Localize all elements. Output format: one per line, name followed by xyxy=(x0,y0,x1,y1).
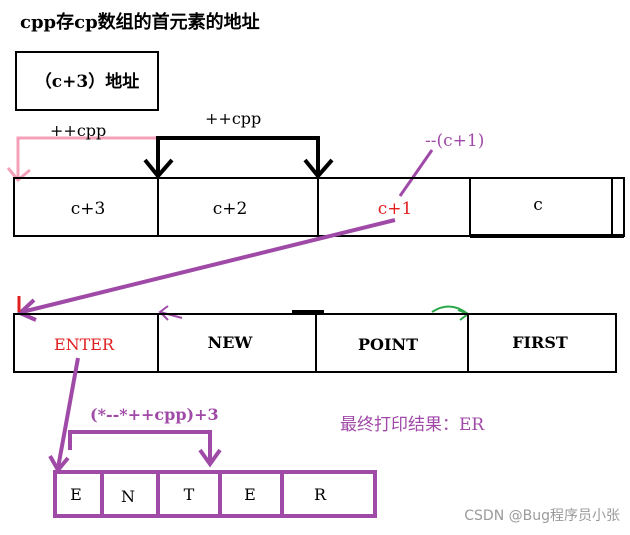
dec-c1-label: --(c+1) xyxy=(425,131,484,151)
cp-array xyxy=(13,177,625,238)
cp-cell-0: c+3 xyxy=(71,199,106,219)
letters-array xyxy=(53,470,377,518)
c-cell-3: FIRST xyxy=(512,333,568,352)
cp-cell-2: c+1 xyxy=(378,199,413,219)
c-cell-2: POINT xyxy=(358,335,418,354)
pink-inc-label: ++cpp xyxy=(50,121,106,140)
letter-4: R xyxy=(314,485,327,504)
dec-c1-line xyxy=(398,149,434,197)
cp-cell-3: c xyxy=(533,195,543,215)
c-array xyxy=(13,313,617,373)
cpp-box-label: （c+3）地址 xyxy=(35,71,139,92)
expr-label: (*--*++cpp)+3 xyxy=(90,405,219,424)
diagram-title: cpp存cp数组的首元素的地址 xyxy=(20,11,260,33)
c-cell-0: ENTER xyxy=(54,335,115,354)
letter-1: N xyxy=(121,487,135,506)
letter-2: T xyxy=(184,485,195,504)
black-inc-label: ++cpp xyxy=(205,109,261,128)
watermark: CSDN @Bug程序员小张 xyxy=(464,508,620,524)
c-cell-1: NEW xyxy=(208,333,254,352)
cpp-box xyxy=(15,51,159,111)
letter-3: E xyxy=(244,485,256,504)
black-inc-arrow xyxy=(143,136,334,180)
pink-inc-arrow xyxy=(6,136,158,183)
cp-cell-1: c+2 xyxy=(213,199,248,219)
result-label: 最终打印结果：ER xyxy=(340,415,485,435)
letter-0: E xyxy=(70,485,82,504)
